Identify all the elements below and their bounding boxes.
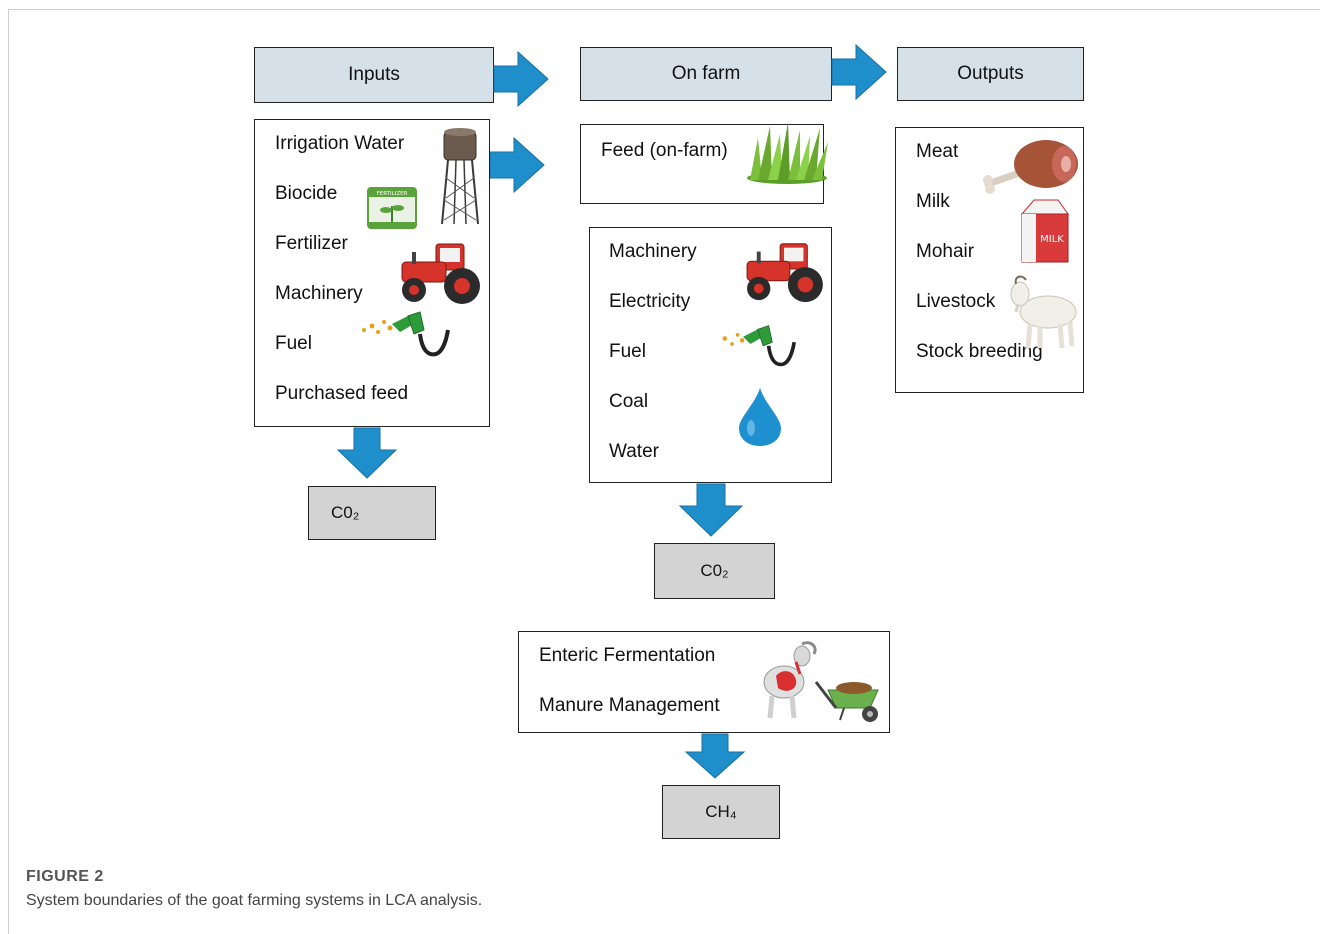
feed-on-farm-label: Feed (on-farm)	[601, 140, 728, 161]
figure-caption-title: FIGURE 2	[26, 868, 104, 885]
outputs-header: Outputs	[897, 47, 1084, 101]
fertilizer-bag-icon: FERTILIZER	[367, 187, 417, 229]
meat-leg-icon	[983, 140, 1078, 194]
ch4-box: CH₄	[662, 785, 780, 839]
ch4-label: CH₄	[705, 802, 737, 821]
milk-carton-icon: MILK	[1020, 199, 1069, 263]
water-drop-icon	[739, 388, 781, 446]
output-stock-breeding: Stock breeding	[916, 341, 1043, 362]
on-farm-header-label: On farm	[671, 63, 741, 84]
tractor-icon	[401, 243, 480, 304]
inputs-co2-box: C0₂	[308, 486, 436, 540]
inputs-header: Inputs	[254, 47, 494, 103]
goat-digestion-icon	[763, 641, 817, 719]
inputs-down-arrow	[336, 427, 398, 479]
goat-icon	[1010, 275, 1077, 349]
fertilizer-bag-text: FERTILIZER	[377, 191, 408, 197]
fuel-nozzle-icon	[722, 325, 796, 367]
onfarm-to-outputs-arrow	[831, 43, 887, 101]
input-purchased-feed: Purchased feed	[275, 383, 409, 404]
output-mohair: Mohair	[916, 241, 975, 262]
input-fertilizer: Fertilizer	[275, 233, 348, 254]
inputs-to-feed-arrow	[489, 136, 545, 194]
inputs-header-label: Inputs	[348, 64, 400, 85]
input-fuel: Fuel	[275, 333, 312, 354]
output-milk: Milk	[916, 191, 950, 212]
grass-icon	[747, 122, 828, 184]
emissions-down-arrow	[684, 733, 746, 779]
milk-carton-text: MILK	[1040, 234, 1064, 245]
tractor-icon	[746, 243, 823, 303]
figure-caption-text: System boundaries of the goat farming sy…	[26, 892, 483, 909]
inputs-co2-label: C0₂	[331, 503, 360, 522]
onfarm-co2-box: C0₂	[654, 543, 775, 599]
input-irrigation-water: Irrigation Water	[275, 133, 405, 154]
on-farm-header: On farm	[580, 47, 832, 101]
figure-frame	[8, 9, 1320, 934]
onfarm-down-arrow	[678, 483, 744, 537]
water-tower-icon	[441, 128, 479, 225]
onfarm-coal: Coal	[609, 391, 649, 412]
onfarm-co2-label: C0₂	[700, 561, 729, 580]
emission-enteric-fermentation: Enteric Fermentation	[539, 645, 716, 666]
outputs-header-label: Outputs	[957, 63, 1024, 84]
inputs-to-onfarm-arrow	[493, 50, 549, 108]
input-biocide: Biocide	[275, 183, 338, 204]
onfarm-fuel: Fuel	[609, 341, 646, 362]
wheelbarrow-icon	[814, 681, 879, 722]
onfarm-machinery: Machinery	[609, 241, 697, 262]
input-machinery: Machinery	[275, 283, 363, 304]
output-livestock: Livestock	[916, 291, 996, 312]
output-meat: Meat	[916, 141, 959, 162]
fuel-nozzle-icon	[362, 311, 450, 357]
emissions-box	[518, 631, 890, 733]
onfarm-water: Water	[609, 441, 659, 462]
onfarm-electricity: Electricity	[609, 291, 691, 312]
emission-manure-management: Manure Management	[539, 695, 720, 716]
